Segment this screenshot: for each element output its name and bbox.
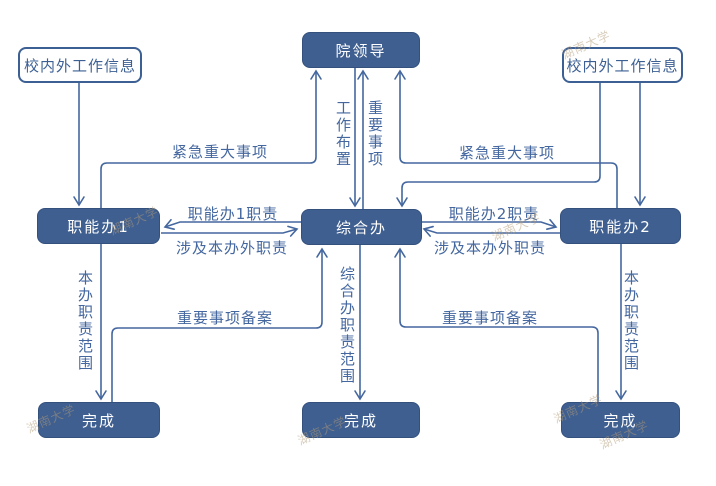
node-done-left: 完成 <box>38 402 160 438</box>
edge-label-own-duty-scope-right: 本办职责范围 <box>622 270 640 372</box>
edge-label-work-assignment: 工作布置 <box>334 100 352 168</box>
edge-label-record-left: 重要事项备案 <box>176 309 274 327</box>
edge-label-office1-duty: 职能办1职责 <box>187 205 279 223</box>
edge-label-general-duty-scope: 综合办职责范围 <box>338 266 356 385</box>
node-leader: 院领导 <box>302 32 420 68</box>
edge-office1-to-leader <box>100 69 322 208</box>
edge-general-to-office2 <box>421 218 558 231</box>
node-office2: 职能办2 <box>560 208 681 244</box>
edge-office2-to-general <box>422 225 560 237</box>
edge-label-urgent-right: 紧急重大事项 <box>458 144 556 162</box>
edge-inforight-to-general <box>396 83 601 208</box>
node-office1: 职能办1 <box>37 208 160 244</box>
node-done-right: 完成 <box>561 402 680 438</box>
edge-doneright-to-general <box>394 247 599 402</box>
node-general-office: 综合办 <box>301 209 422 245</box>
edge-label-office2-duty: 职能办2职责 <box>448 205 540 223</box>
node-info-left: 校内外工作信息 <box>18 47 142 83</box>
edge-label-important-matters: 重要事项 <box>366 100 384 168</box>
edge-doneleft-to-general <box>111 247 328 402</box>
node-info-right: 校内外工作信息 <box>562 47 683 83</box>
edge-office2-to-leader <box>394 69 618 208</box>
edge-label-own-duty-scope-left: 本办职责范围 <box>76 270 94 372</box>
edge-general-to-office1 <box>163 218 301 231</box>
edge-label-urgent-left: 紧急重大事项 <box>171 143 269 161</box>
edge-office1-to-general <box>161 225 299 237</box>
node-done-center: 完成 <box>302 402 420 438</box>
edge-label-record-right: 重要事项备案 <box>441 309 539 327</box>
edge-label-outside-duty-right: 涉及本办外职责 <box>433 239 547 257</box>
edge-label-outside-duty-left: 涉及本办外职责 <box>175 239 289 257</box>
